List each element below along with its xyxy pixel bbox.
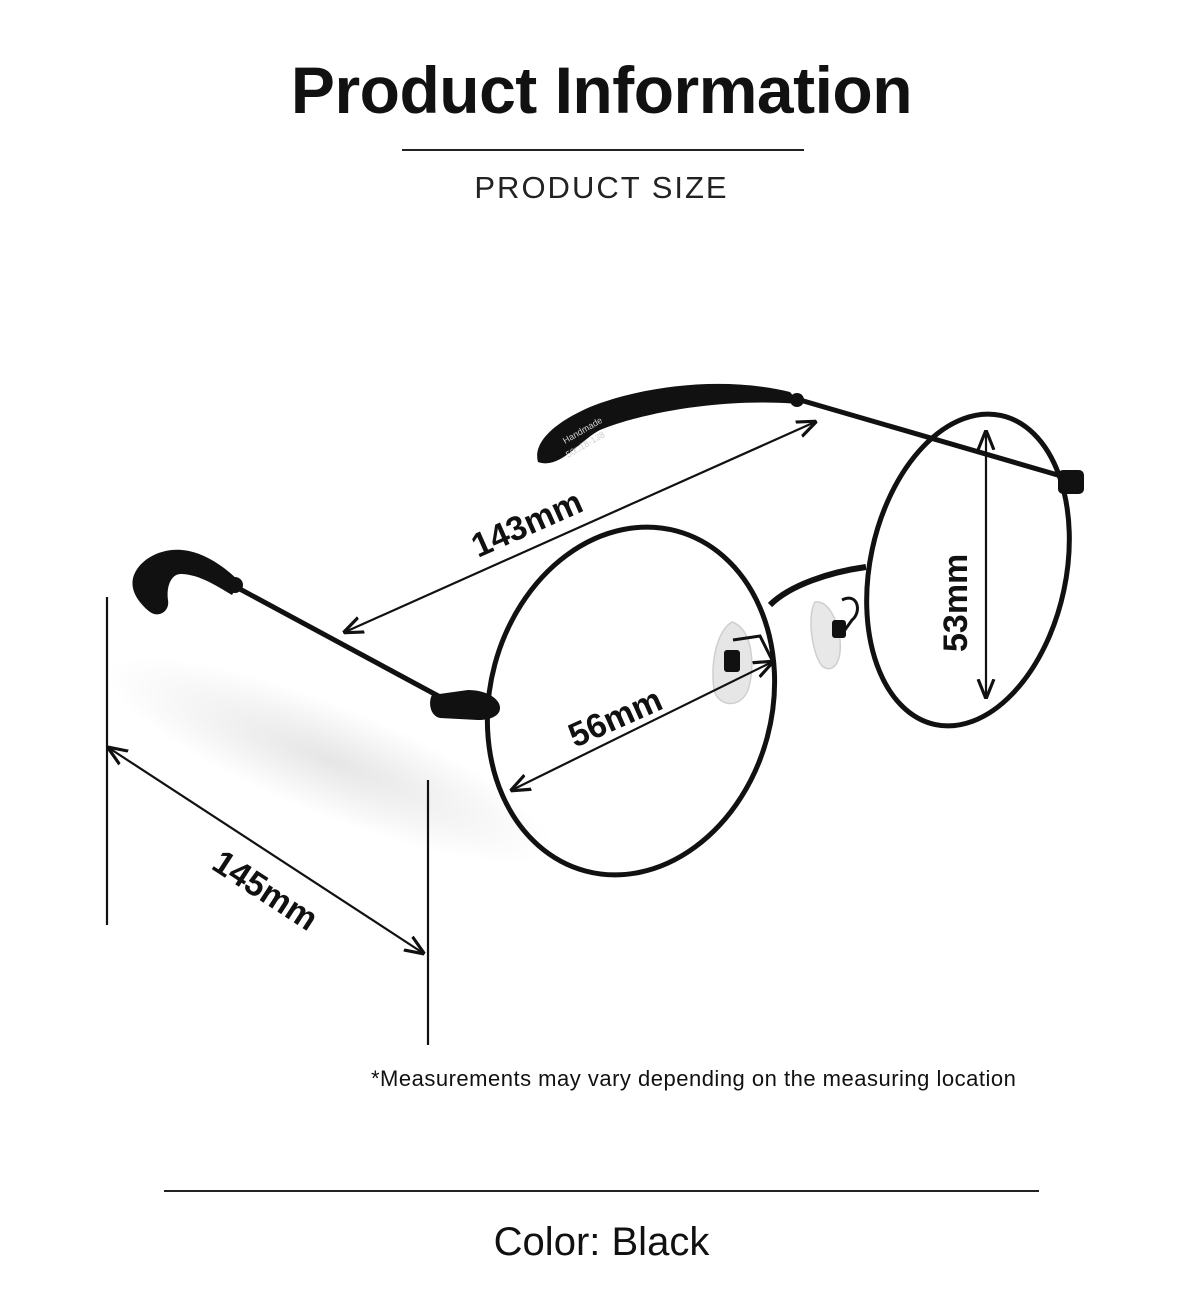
color-value: Black [611,1220,710,1264]
front-temple [132,549,445,701]
page-title: Product Information [290,53,913,127]
nose-pads [712,596,859,705]
lens-width-arrow [512,662,772,790]
glasses-shadow [106,656,554,864]
section-subtitle: PRODUCT SIZE [474,170,729,205]
color-spacer [600,1220,611,1264]
frame-width-arrow [345,422,815,632]
title-divider [402,149,804,151]
right-lens-rim [864,411,1072,729]
lens-width-label: 56mm [563,681,668,756]
measurement-note: *Measurements may vary depending on the … [371,1066,1017,1091]
lens-height-label: 53mm [937,554,975,652]
footer-divider [164,1190,1039,1192]
temple-length-arrow [109,748,423,953]
color-info: Color: Black [0,1220,1203,1265]
back-temple [537,383,1084,494]
front-hinge [430,690,500,720]
color-label: Color: [493,1220,601,1264]
temple-length-label: 145mm [206,843,325,939]
